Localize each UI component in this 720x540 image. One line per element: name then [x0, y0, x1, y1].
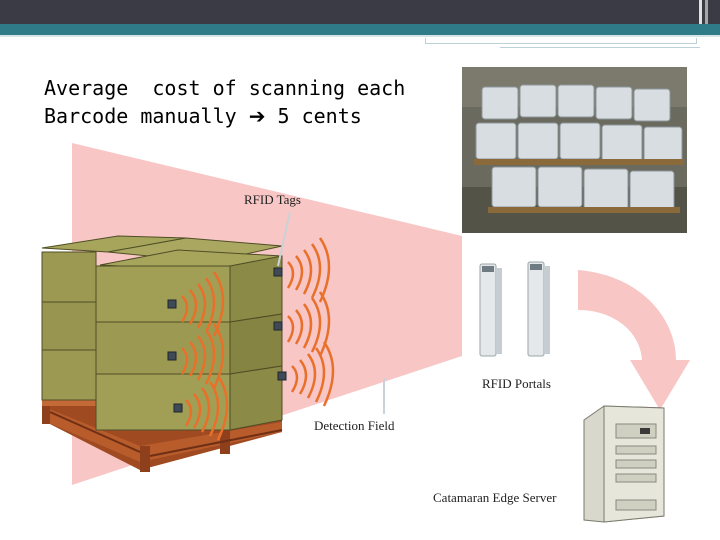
- right-arrow-icon: ➔: [248, 104, 266, 128]
- detection-field-label: Detection Field: [314, 418, 395, 433]
- edge-server-label: Catamaran Edge Server: [433, 490, 557, 505]
- rfid-tags: [167, 267, 287, 413]
- box-stack: [41, 235, 283, 431]
- pallet-photo: [462, 67, 687, 233]
- rfid-portal-icon: [479, 261, 550, 357]
- header-corner-mark: [699, 0, 702, 24]
- rfid-portals-label: RFID Portals: [482, 376, 551, 391]
- decorative-line: [425, 38, 697, 44]
- slide-accent-bar: [0, 24, 720, 35]
- slide-accent-line: [0, 35, 720, 37]
- rfid-tags-label: RFID Tags: [244, 192, 301, 207]
- data-flow-arrow: [578, 270, 690, 410]
- slide-header-bar: [0, 0, 720, 24]
- decorative-line-2: [500, 44, 700, 48]
- edge-server-icon: [583, 405, 665, 523]
- title-line-1: Average cost of scanning each: [44, 76, 406, 100]
- rf-signal-icon: [180, 237, 335, 441]
- slide-title: Average cost of scanning each Barcode ma…: [44, 74, 464, 130]
- header-corner-mark-2: [705, 0, 708, 24]
- rfid-tags-leader: [277, 211, 291, 267]
- title-line-2-suffix: 5 cents: [265, 104, 362, 128]
- title-line-2-prefix: Barcode manually: [44, 104, 249, 128]
